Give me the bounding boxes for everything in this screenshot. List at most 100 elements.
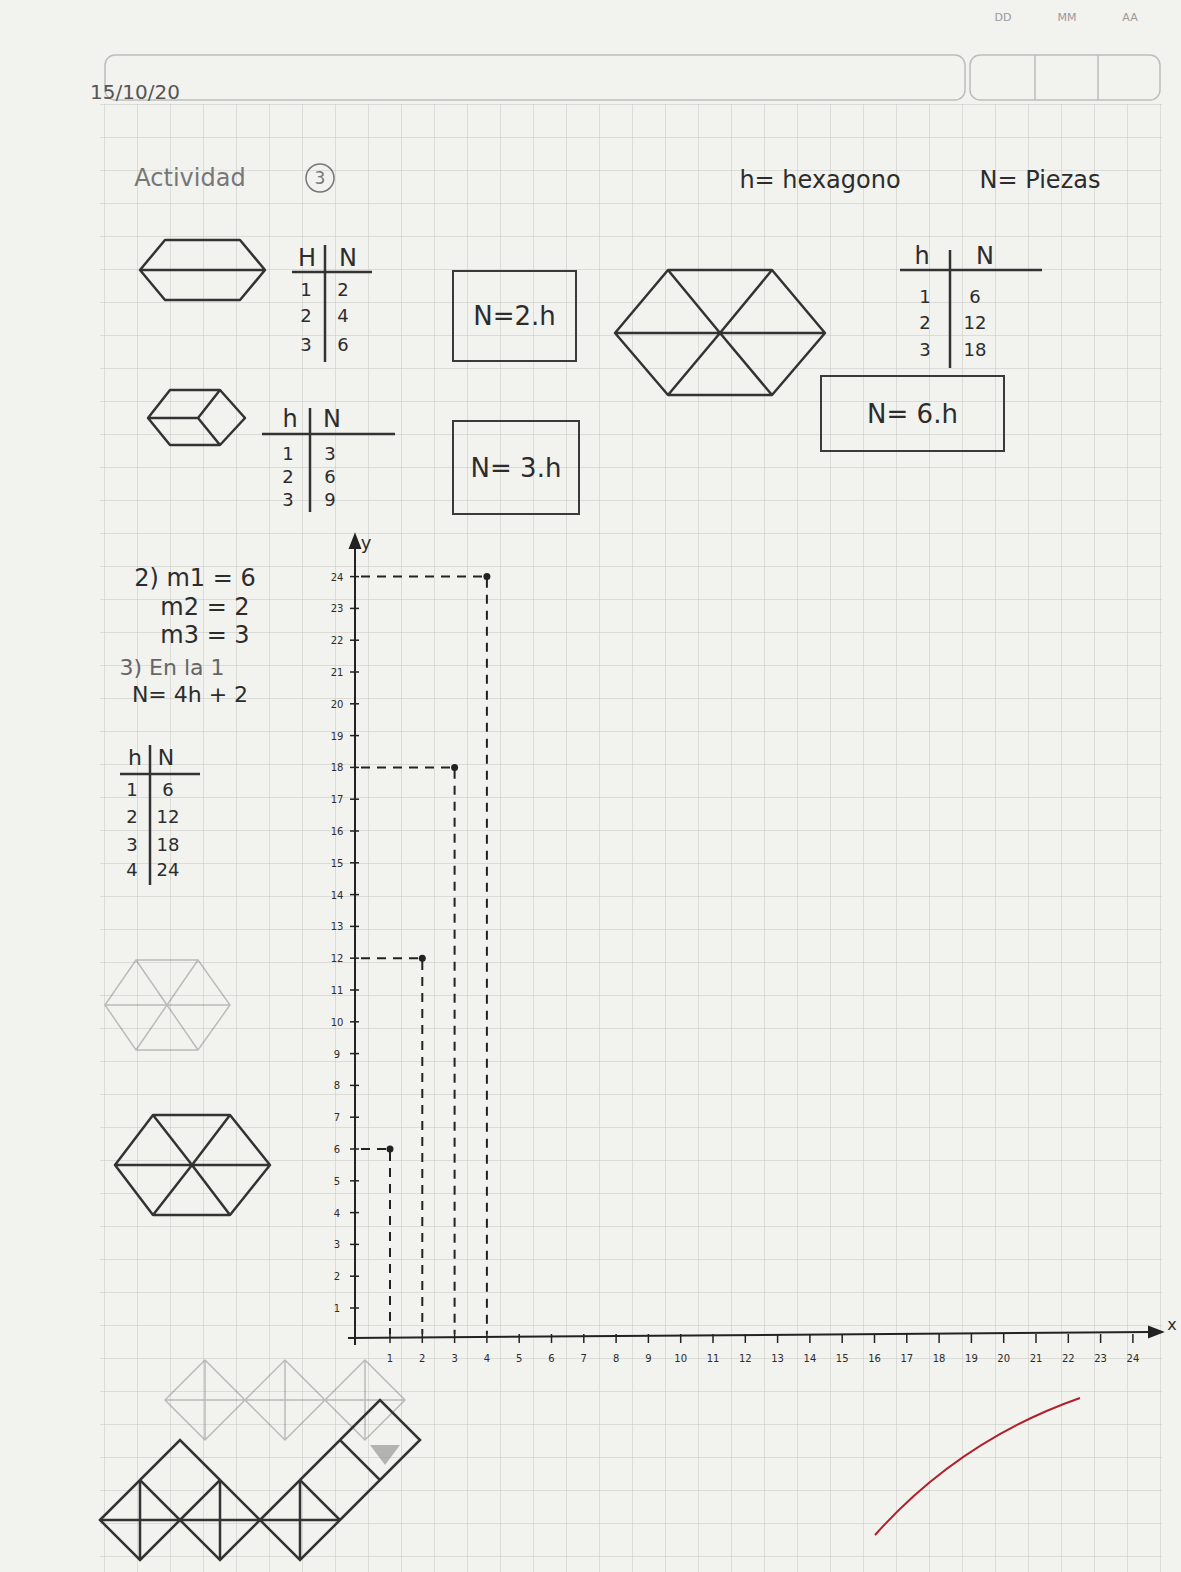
handwritten-text: 3 xyxy=(919,340,930,360)
axis-number: 1 xyxy=(334,1303,340,1314)
handwritten-text: m3 = 3 xyxy=(160,622,249,648)
axis-number: 17 xyxy=(900,1353,913,1364)
dashed-guides xyxy=(361,577,487,1334)
axis-number: 20 xyxy=(997,1353,1010,1364)
axis-number: 14 xyxy=(331,889,344,900)
axis-number: 23 xyxy=(331,603,344,614)
graph-point xyxy=(419,955,426,962)
handwritten-text: x xyxy=(1167,1316,1176,1334)
handwritten-text: 3 xyxy=(300,335,311,355)
axis-number: 10 xyxy=(331,1016,344,1027)
handwritten-text: 3 xyxy=(315,169,326,188)
graph-point xyxy=(387,1146,394,1153)
axis-number: 21 xyxy=(331,667,344,678)
axis-number: 6 xyxy=(548,1353,554,1364)
axis-number: 4 xyxy=(484,1353,490,1364)
handwritten-text: 6 xyxy=(969,287,980,307)
handwritten-text: y xyxy=(361,533,372,553)
formula-text: N=2.h xyxy=(473,301,556,331)
handwritten-text: 1 xyxy=(126,780,137,800)
header-field: MM xyxy=(1058,12,1077,24)
axis-number: 10 xyxy=(674,1353,687,1364)
handwritten-text: h xyxy=(128,746,142,770)
handwritten-text: N xyxy=(339,245,357,271)
handwritten-text: m2 = 2 xyxy=(160,594,249,620)
shaded-piece xyxy=(370,1445,400,1465)
handwritten-text: 9 xyxy=(324,490,335,510)
handwritten-text: 1 xyxy=(282,444,293,464)
axis-number: 21 xyxy=(1030,1353,1043,1364)
handwritten-text: N xyxy=(158,746,174,770)
handwritten-text: 15/10/20 xyxy=(90,81,180,103)
axis-number: 24 xyxy=(1127,1353,1140,1364)
axis-number: 13 xyxy=(771,1353,784,1364)
handwritten-text: 12 xyxy=(157,807,180,827)
axes xyxy=(348,535,1162,1345)
red-stroke xyxy=(875,1398,1080,1535)
handwritten-text: 2 xyxy=(337,280,348,300)
axis-number: 23 xyxy=(1094,1353,1107,1364)
axis-number: 2 xyxy=(419,1353,425,1364)
formula-text: N= 6.h xyxy=(867,399,958,429)
handwritten-text: h xyxy=(914,243,929,269)
handwritten-text: 6 xyxy=(324,467,335,487)
axis-number: 4 xyxy=(334,1207,340,1218)
axis-number: 13 xyxy=(331,921,344,932)
axis-number: 8 xyxy=(334,1080,340,1091)
handwritten-text: 4 xyxy=(126,860,137,880)
grid-paper xyxy=(100,104,1162,1572)
rhombus-chain xyxy=(100,1400,420,1560)
handwritten-text: h xyxy=(282,406,297,432)
handwritten-text: 2 xyxy=(300,306,311,326)
handwritten-text: 18 xyxy=(157,835,180,855)
handwritten-text: 3 xyxy=(126,835,137,855)
handwritten-text: 2 xyxy=(126,807,137,827)
axis-number: 9 xyxy=(334,1048,340,1059)
handwritten-text: 12 xyxy=(964,313,987,333)
handwritten-text: 18 xyxy=(964,340,987,360)
header-field: DD xyxy=(995,12,1012,24)
axis-number: 3 xyxy=(334,1239,340,1250)
hexagon-drawings xyxy=(115,240,825,1215)
handwritten-text: 24 xyxy=(157,860,180,880)
axis-number: 22 xyxy=(331,635,344,646)
handwritten-text: 2 xyxy=(282,467,293,487)
axis-number: 15 xyxy=(331,857,344,868)
handwritten-text: 6 xyxy=(162,780,173,800)
handwritten-text: H xyxy=(298,245,316,271)
axis-number: 20 xyxy=(331,698,344,709)
handwritten-text: Actividad xyxy=(134,165,245,191)
axis-number: 11 xyxy=(707,1353,720,1364)
handwritten-text: 3) En la 1 xyxy=(120,656,225,680)
handwritten-text: 2 xyxy=(919,313,930,333)
formula-box: N= 6.h xyxy=(820,375,1005,452)
axis-number: 18 xyxy=(933,1353,946,1364)
handwritten-text: N xyxy=(323,406,341,432)
number-circle xyxy=(306,164,334,192)
axis-number: 11 xyxy=(331,985,344,996)
axis-ticks xyxy=(350,577,1133,1343)
axis-number: 16 xyxy=(868,1353,881,1364)
handwritten-text: 6 xyxy=(337,335,348,355)
axis-number: 3 xyxy=(451,1353,457,1364)
handwritten-text: 1 xyxy=(300,280,311,300)
axis-number: 17 xyxy=(331,794,344,805)
handwritten-text: N xyxy=(976,243,994,269)
header-field: AA xyxy=(1122,12,1137,24)
axis-number: 7 xyxy=(581,1353,587,1364)
axis-number: 19 xyxy=(965,1353,978,1364)
axis-number: 5 xyxy=(516,1353,522,1364)
axis-number: 12 xyxy=(739,1353,752,1364)
axis-number: 2 xyxy=(334,1271,340,1282)
axis-number: 12 xyxy=(331,953,344,964)
handwritten-text: 1 xyxy=(919,287,930,307)
axis-number: 18 xyxy=(331,762,344,773)
axis-number: 14 xyxy=(804,1353,817,1364)
axis-number: 22 xyxy=(1062,1353,1075,1364)
graph-point xyxy=(483,573,490,580)
axis-number: 19 xyxy=(331,730,344,741)
formula-text: N= 3.h xyxy=(471,453,562,483)
handwritten-text: N= Piezas xyxy=(980,167,1101,193)
axis-number: 7 xyxy=(334,1112,340,1123)
